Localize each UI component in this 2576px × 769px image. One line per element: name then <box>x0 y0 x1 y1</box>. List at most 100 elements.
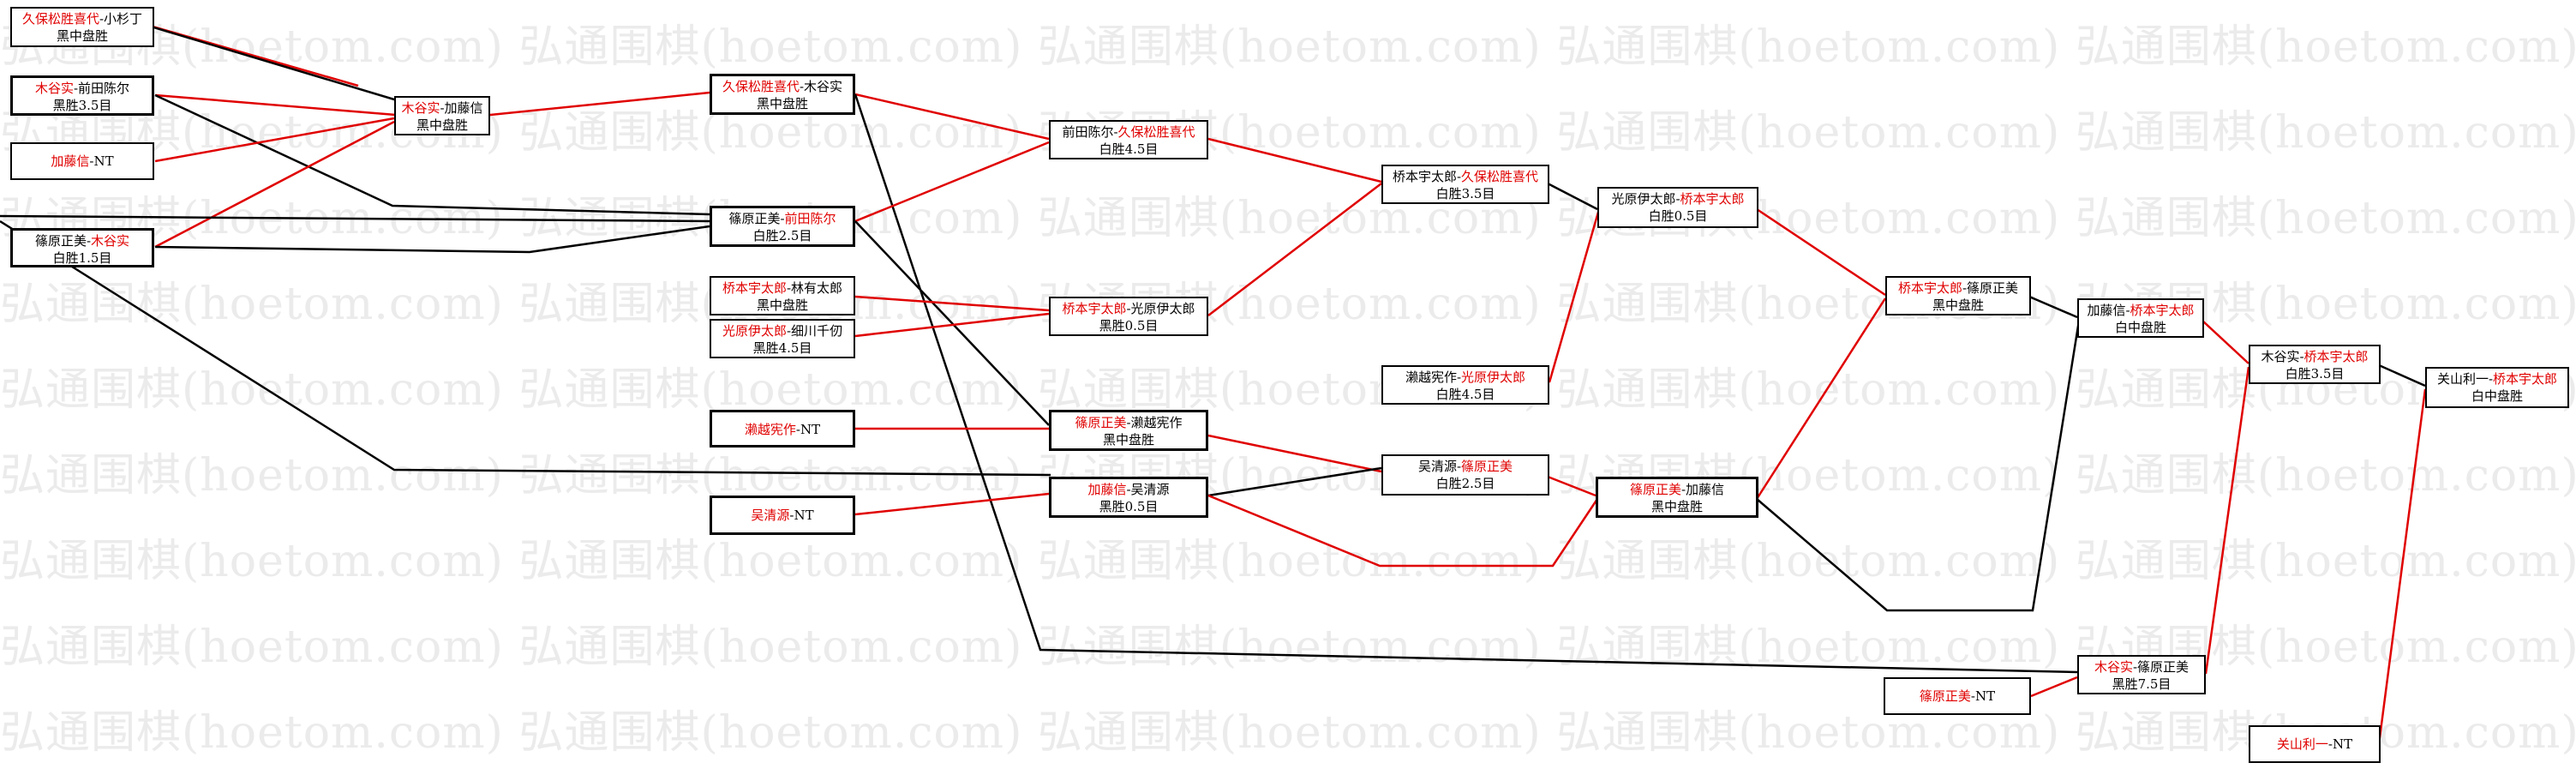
winner-name: 桥本宇太郎 <box>1062 301 1127 316</box>
player-name: 篠原正美 <box>34 233 87 249</box>
player-name: 加藤信 <box>2087 303 2126 318</box>
name-separator: - <box>1126 482 1131 497</box>
name-separator: - <box>2299 349 2304 364</box>
name-separator: - <box>440 100 445 116</box>
game-result: 白胜0.5目 <box>1648 208 1708 224</box>
winner-name: 吴清源 <box>751 508 790 523</box>
edge-n8-n13 <box>854 295 1050 312</box>
game-result: 白胜3.5目 <box>2285 366 2345 381</box>
match-node-n25: 木谷实-桥本宇太郎 白胜3.5目 <box>2249 345 2381 384</box>
name-separator: - <box>99 11 105 27</box>
edge-n6-n24 <box>854 93 2078 674</box>
match-node-n3: 加藤信-NT <box>10 142 154 180</box>
match-node-n10: 濑越宪作-NT <box>710 410 855 448</box>
match-node-n27: 关山利一-桥本宇太郎 白中盘胜 <box>2425 367 2569 408</box>
winner-name: 木谷实 <box>91 233 130 249</box>
match-node-n4: 篠原正美-木谷实 白胜1.5目 <box>10 228 154 267</box>
edge-ext-n7 <box>0 214 710 223</box>
winner-name: 篠原正美 <box>1629 482 1681 497</box>
winner-name: 加藤信 <box>51 153 90 169</box>
name-separator: - <box>1126 301 1131 316</box>
player-name: 加藤信 <box>444 100 483 116</box>
winner-name: 关山利一 <box>2276 736 2328 752</box>
name-separator: - <box>73 81 79 96</box>
player-name: 前田陈尔 <box>78 81 130 96</box>
player-name: NT <box>800 422 821 437</box>
edge-n13-n16 <box>1207 183 1382 316</box>
name-separator: - <box>89 153 94 169</box>
edge-n4-n7 <box>154 225 710 254</box>
edge-n7-n14 <box>854 220 1050 426</box>
winner-name: 久保松胜喜代 <box>1117 124 1195 140</box>
match-node-n26: 关山利一-NT <box>2249 725 2381 763</box>
name-separator: - <box>1456 369 1462 385</box>
edge-n11-n15 <box>854 492 1050 516</box>
winner-name: 篠原正美 <box>1919 688 1971 704</box>
edge-n26-n27 <box>2377 388 2427 745</box>
match-node-n20: 篠原正美-加藤信 黑中盘胜 <box>1596 477 1758 518</box>
winner-name: 久保松胜喜代 <box>1461 169 1539 184</box>
player-name: NT <box>1974 688 1996 704</box>
match-node-n22: 加藤信-桥本宇太郎 白中盘胜 <box>2077 298 2204 338</box>
match-node-n2: 木谷实-前田陈尔 黑胜3.5目 <box>10 75 154 116</box>
name-separator: - <box>86 233 92 249</box>
winner-name: 光原伊太郎 <box>722 323 787 339</box>
edge-n18-n20 <box>1547 475 1597 497</box>
player-name: 桥本宇太郎 <box>1392 169 1457 184</box>
edge-n3-n5 <box>154 117 395 163</box>
edge-n25-n27 <box>2378 363 2426 388</box>
edge-n9-n13 <box>854 312 1050 338</box>
edge-n6-n12 <box>854 93 1050 141</box>
player-name: 篠原正美 <box>1967 280 2019 296</box>
player-name: 吴清源 <box>1417 459 1457 474</box>
edge-n14-n18 <box>1207 434 1382 473</box>
game-result: 黑中盘胜 <box>1932 297 1984 313</box>
name-separator: - <box>1456 459 1462 474</box>
match-node-n23: 篠原正美-NT <box>1884 677 2031 715</box>
edge-n5-n6 <box>489 91 710 117</box>
game-result: 黑胜3.5目 <box>52 98 112 113</box>
winner-name: 光原伊太郎 <box>1461 369 1526 385</box>
edge-ext-n15 <box>0 219 1051 477</box>
game-result: 黑胜0.5目 <box>1099 318 1159 333</box>
name-separator: - <box>1970 688 1975 704</box>
winner-name: 久保松胜喜代 <box>21 11 99 27</box>
edge-n22-n25 <box>2202 320 2250 364</box>
name-separator: - <box>2132 659 2138 675</box>
game-result: 白中盘胜 <box>2471 388 2523 404</box>
name-separator: - <box>1675 191 1680 207</box>
name-separator: - <box>795 422 800 437</box>
edge-n23-n24 <box>2030 676 2078 698</box>
name-separator: - <box>1456 169 1462 184</box>
match-node-n24: 木谷实-篠原正美 黑胜7.5目 <box>2077 655 2206 694</box>
match-node-n14: 篠原正美-濑越宪作 黑中盘胜 <box>1049 410 1208 451</box>
match-node-n19: 光原伊太郎-桥本宇太郎 白胜0.5目 <box>1597 187 1758 228</box>
player-name: 小杉丁 <box>104 11 143 27</box>
game-result: 白胜3.5目 <box>1435 186 1495 201</box>
player-name: 木谷实 <box>804 79 843 94</box>
player-name: 前田陈尔 <box>1062 124 1114 140</box>
edge-n20-n21 <box>1755 297 1887 500</box>
edge-n19-n21 <box>1756 207 1886 297</box>
winner-name: 桥本宇太郎 <box>2493 371 2558 387</box>
game-result: 白胜2.5目 <box>752 228 812 243</box>
game-result: 黑胜4.5目 <box>752 340 812 356</box>
match-node-n21: 桥本宇太郎-篠原正美 黑中盘胜 <box>1885 276 2031 315</box>
player-name: 光原伊太郎 <box>1130 301 1195 316</box>
winner-name: 木谷实 <box>34 81 74 96</box>
name-separator: - <box>789 508 794 523</box>
name-separator: - <box>780 211 785 226</box>
game-result: 黑中盘胜 <box>416 117 468 133</box>
player-name: 木谷实 <box>2261 349 2300 364</box>
game-result: 黑中盘胜 <box>756 96 808 111</box>
name-separator: - <box>1126 415 1131 430</box>
winner-name: 篠原正美 <box>1075 415 1127 430</box>
match-node-n7: 篠原正美-前田陈尔 白胜2.5目 <box>710 206 855 247</box>
edge-n2-n5 <box>154 93 397 117</box>
player-name: 篠原正美 <box>728 211 781 226</box>
match-node-n18: 吴清源-篠原正美 白胜2.5目 <box>1381 454 1549 496</box>
edge-n20-n22 <box>1756 320 2081 612</box>
player-name: 濑越宪作 <box>1130 415 1183 430</box>
player-name: NT <box>794 508 814 523</box>
winner-name: 桥本宇太郎 <box>2130 303 2195 318</box>
